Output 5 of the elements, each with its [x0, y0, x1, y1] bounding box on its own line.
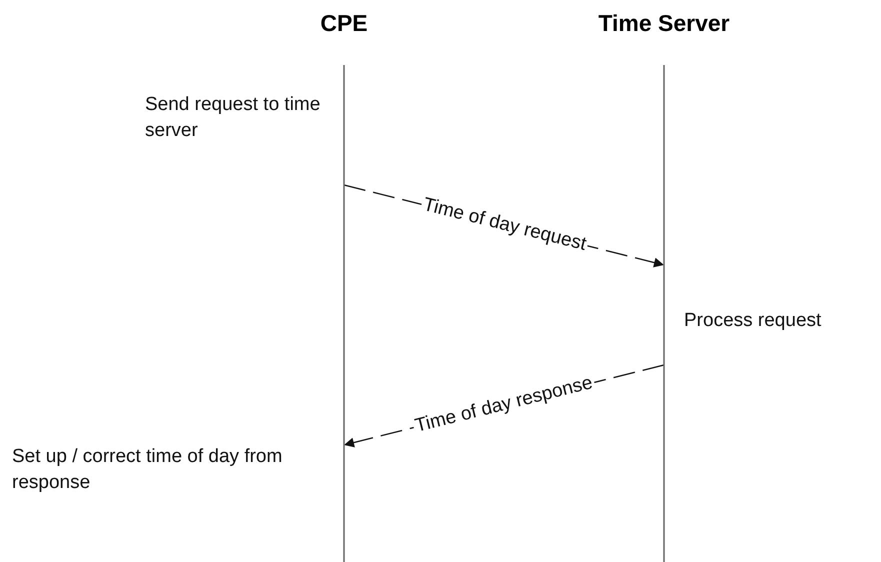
lifeline-heading: Time Server [597, 10, 731, 37]
step-note: Send request to time server [145, 93, 322, 143]
step-note: Process request [684, 309, 822, 333]
lifeline-heading: CPE [319, 10, 369, 37]
step-note: Set up / correct time of day from response [12, 445, 284, 495]
